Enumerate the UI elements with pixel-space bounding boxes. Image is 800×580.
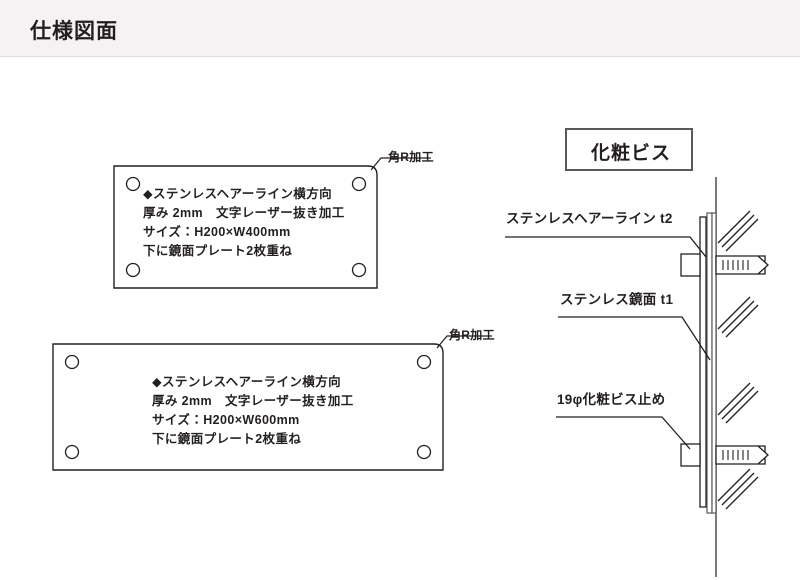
hairline-plate-t2 [699,216,707,508]
plate-2-corner-leader [436,335,492,349]
plate-2-hole-bottom-left [64,444,80,460]
plate-1-corner-callout-label: 角R加工 [388,150,434,164]
plate-1-spec-line-2: 厚み 2mm 文字レーザー抜き加工 [143,206,345,220]
screw-tip-upper [757,255,769,275]
fastener-lower [680,443,769,467]
mirror-leader [558,316,711,361]
plate-1-hole-top-left [125,176,141,192]
plate-2-spec-line-2: 厚み 2mm 文字レーザー抜き加工 [152,394,354,408]
plate-2-corner-callout-label: 角R加工 [449,328,495,342]
decorative-screw-title-label: 化粧ビス [590,143,671,164]
plate-2-hole-top-right [416,354,432,370]
decorative-screw-title-box: 化粧ビス [565,128,693,171]
plate-1-spec-line-3: サイズ：H200×W400mm [143,225,291,239]
plate-1-hole-bottom-right [351,262,367,278]
plate-1-outline [113,165,378,289]
screw-leader [556,416,691,450]
wall-hatch-3 [717,382,759,424]
technical-drawing-svg [52,157,769,577]
fastener-upper [680,253,769,277]
plate-1-spec-line-1: ◆ステンレスヘアーライン横方向 [143,187,332,201]
wall-hatch-1 [717,210,759,252]
mirror-callout-label: ステンレス鏡面 t1 [560,292,674,307]
plate-2-spec-line-4: 下に鏡面プレート2枚重ね [152,432,302,446]
mirror-plate-t1-a [706,212,713,514]
screw-callout-label: 19φ化粧ビス止め [557,392,666,407]
plate-2-spec-line-3: サイズ：H200×W600mm [152,413,300,427]
plate-2-spec-line-1: ◆ステンレスヘアーライン横方向 [152,375,341,389]
plate-2-hole-top-left [64,354,80,370]
wall-section-detail [505,177,769,577]
plate-2-hole-bottom-right [416,444,432,460]
decorative-screw-cap-lower [680,443,701,467]
screw-threads-upper [722,260,749,270]
page-title: 仕様図面 [30,20,118,43]
plate-2-outline [52,343,444,471]
hairline-callout-label: ステンレスヘアーライン t2 [506,211,673,226]
plate-1-corner-leader [370,157,431,171]
plate-1-hole-bottom-left [125,262,141,278]
drawing-canvas [0,57,800,580]
plate-1-group [113,157,431,289]
screw-tip-lower [757,445,769,465]
plate-1-spec-text: ◆ステンレスヘアーライン横方向 厚み 2mm 文字レーザー抜き加工 サイズ：H2… [143,185,345,261]
page-header: 仕様図面 [0,0,800,57]
plate-1-hole-top-right [351,176,367,192]
hairline-leader [505,236,707,258]
plate-2-group [52,335,492,471]
screw-threads-lower [722,450,749,460]
plate-2-spec-text: ◆ステンレスヘアーライン横方向 厚み 2mm 文字レーザー抜き加工 サイズ：H2… [152,373,354,449]
wall-hatch-2 [717,296,759,338]
mirror-plate-t1-b [711,212,717,514]
wall-hatch-4 [717,468,759,510]
plate-1-spec-line-4: 下に鏡面プレート2枚重ね [143,244,293,258]
decorative-screw-cap-upper [680,253,701,277]
